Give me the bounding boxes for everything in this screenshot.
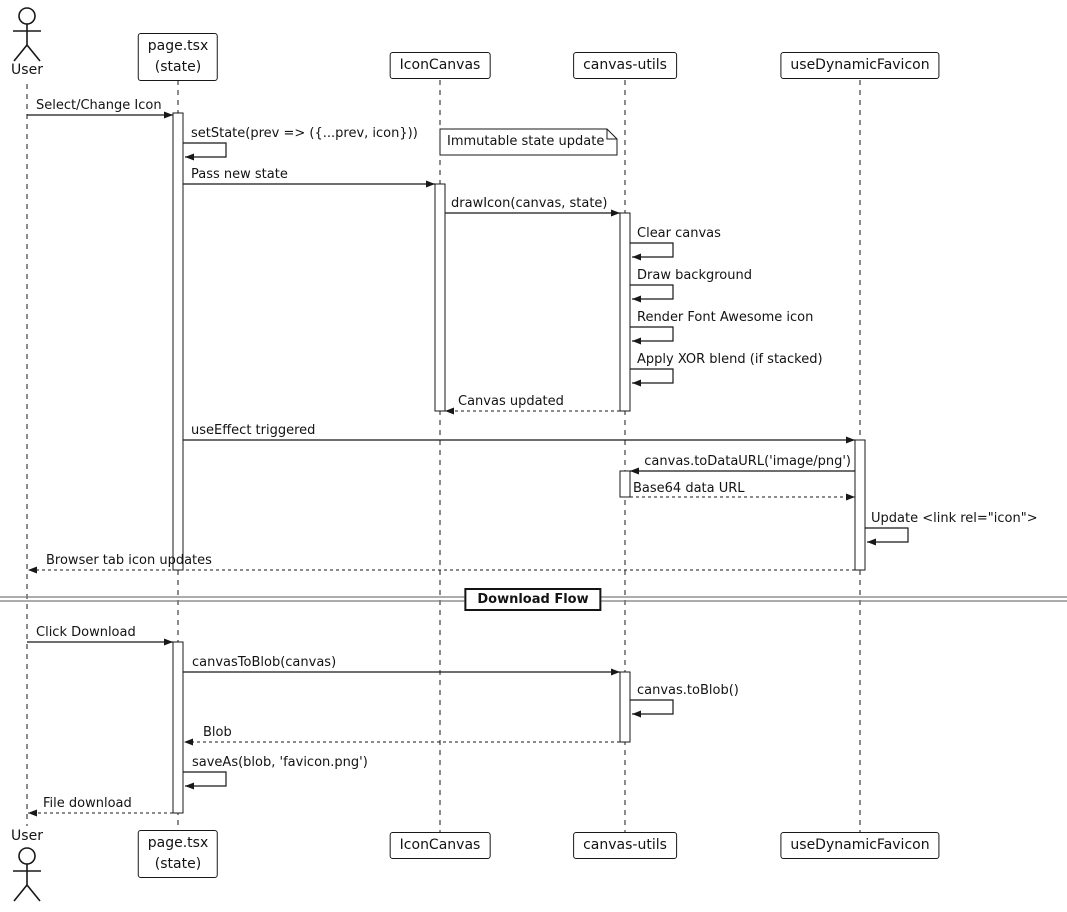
message-blob: Blob: [203, 725, 232, 740]
message-click-download: Click Download: [36, 625, 136, 640]
arrow-apply-xor-self: [630, 368, 674, 387]
participant-iconcanvas-top: IconCanvas: [389, 52, 491, 79]
arrow-clear-canvas-self: [630, 242, 674, 261]
participant-canvas-utils-bottom: canvas-utils: [573, 832, 677, 859]
divider-download-flow: Download Flow: [464, 588, 602, 611]
user-actor-icon: [13, 7, 41, 62]
participant-page-bottom: page.tsx (state): [137, 830, 219, 878]
participant-user-bottom: User: [11, 828, 43, 844]
message-apply-xor: Apply XOR blend (if stacked): [637, 352, 823, 367]
participant-page-top: page.tsx (state): [137, 33, 219, 81]
message-to-data-url: canvas.toDataURL('image/png'): [644, 454, 851, 469]
participant-iconcanvas-bottom: IconCanvas: [389, 832, 491, 859]
participant-canvas-utils-top: canvas-utils: [573, 52, 677, 79]
message-base64-data-url: Base64 data URL: [633, 481, 745, 496]
participant-usedynamicfavicon-top: useDynamicFavicon: [780, 52, 940, 79]
activation-canvas-utils-3: [619, 671, 631, 743]
message-browser-tab: Browser tab icon updates: [46, 553, 212, 568]
participant-page-line2: (state): [154, 856, 202, 872]
participant-page-line1: page.tsx: [147, 38, 209, 54]
message-draw-icon: drawIcon(canvas, state): [451, 196, 608, 211]
activation-page-2: [172, 641, 184, 814]
activation-canvas-utils-2: [619, 470, 631, 498]
message-clear-canvas: Clear canvas: [637, 226, 721, 241]
message-set-state: setState(prev => ({...prev, icon})): [191, 126, 418, 141]
participant-usedynamicfavicon-bottom: useDynamicFavicon: [780, 832, 940, 859]
arrow-set-state-self: [183, 142, 227, 161]
note-immutable-state: Immutable state update: [447, 134, 605, 149]
activation-canvas-utils-1: [619, 212, 631, 412]
arrow-draw-background-self: [630, 284, 674, 303]
message-canvas-updated: Canvas updated: [458, 394, 564, 409]
participant-user-top: User: [11, 62, 43, 78]
message-draw-background: Draw background: [637, 268, 752, 283]
participant-page-line2: (state): [154, 59, 202, 75]
message-canvas-to-blob: canvasToBlob(canvas): [192, 655, 337, 670]
activation-page-1: [172, 112, 184, 571]
user-actor-icon-bottom: [13, 847, 41, 902]
arrow-save-as-self: [183, 771, 227, 790]
arrow-update-link-self: [865, 527, 909, 546]
message-file-download: File download: [43, 796, 132, 811]
note-shape: [439, 128, 618, 156]
activation-usedynamicfavicon: [854, 439, 866, 571]
message-pass-new-state: Pass new state: [191, 167, 288, 182]
arrow-render-fa-self: [630, 326, 674, 345]
message-render-fa-icon: Render Font Awesome icon: [637, 310, 814, 325]
message-select-change-icon: Select/Change Icon: [36, 98, 162, 113]
arrow-to-blob-self: [630, 699, 674, 718]
participant-page-line1: page.tsx: [147, 835, 209, 851]
message-use-effect: useEffect triggered: [191, 423, 316, 438]
message-update-link: Update <link rel="icon">: [871, 511, 1038, 526]
message-save-as: saveAs(blob, 'favicon.png'): [192, 755, 368, 770]
message-to-blob: canvas.toBlob(): [637, 683, 739, 698]
activation-iconcanvas: [434, 183, 446, 412]
